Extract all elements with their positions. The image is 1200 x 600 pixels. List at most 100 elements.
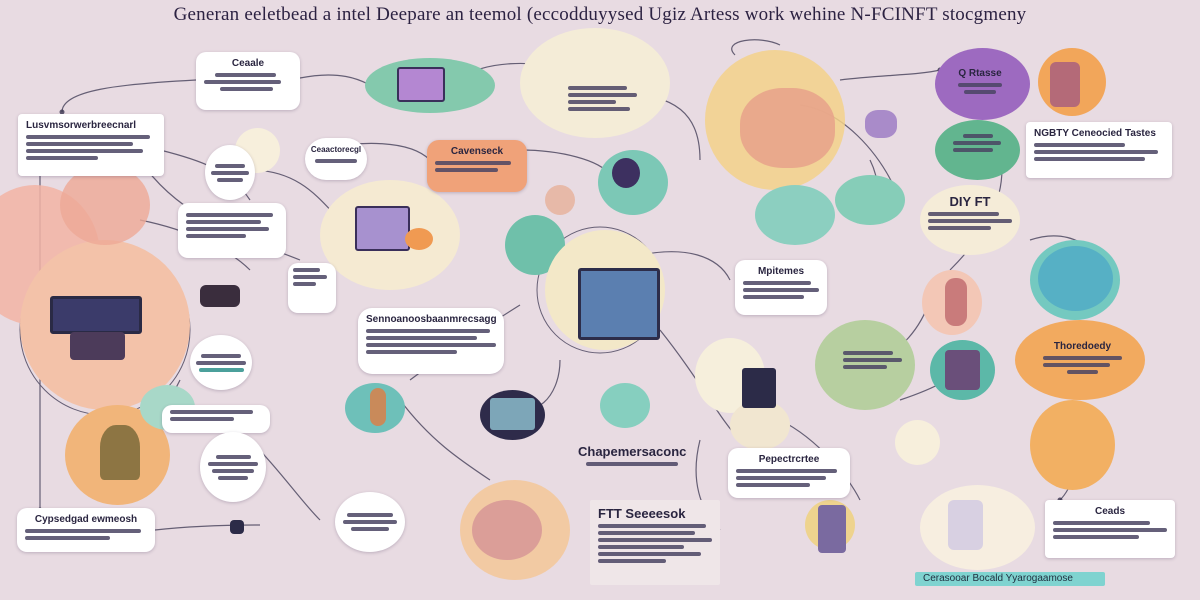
card-text-lines — [343, 513, 397, 531]
card-text-block — [178, 203, 286, 258]
card-heading: Ceaale — [231, 58, 265, 69]
window-illustration — [355, 206, 410, 251]
chair-illustration — [200, 285, 240, 307]
card-ceads: Ceads — [1045, 500, 1175, 558]
circle-node — [190, 335, 252, 390]
connector-line — [839, 69, 941, 81]
card-text-lines — [26, 135, 156, 160]
card-text-lines — [736, 469, 842, 487]
card-text-block — [162, 405, 270, 433]
mint-blob — [835, 175, 905, 225]
card-text-lines — [843, 351, 902, 369]
card-heading: Ceaactorecgl — [310, 145, 362, 154]
card-cypsedgad-ewmeosh: Cypsedgad ewmeosh — [17, 508, 155, 552]
bottle-illustration — [405, 228, 433, 250]
lamp-illustration — [1050, 62, 1080, 107]
circle-node — [200, 432, 266, 502]
card-text-lines — [1053, 521, 1167, 539]
card-cavenseck: Cavenseck — [427, 140, 527, 192]
circle-node — [205, 145, 255, 200]
card-text-lines — [928, 212, 1012, 230]
card-q-rtasse: Q Rtasse — [945, 62, 1015, 104]
card-heading: FTT Seeeesok — [598, 506, 686, 521]
card-heading: Chapemersaconces — [578, 444, 687, 459]
ornament-illustration — [472, 500, 542, 560]
cream-blob — [895, 420, 940, 465]
card-text-lines — [568, 86, 637, 111]
person-illustration — [945, 278, 967, 326]
card-thoredoedy: Thoredoedy — [1035, 335, 1130, 385]
connector-line — [731, 39, 781, 56]
card-pepectrcrtee: Pepectrcrtee — [728, 448, 850, 498]
card-heading: Q Rtasse — [958, 68, 1002, 79]
plant-illustration — [100, 425, 140, 480]
card-chapemersaconces: Chapemersaconces — [570, 438, 695, 474]
bird-illustration — [865, 110, 897, 138]
connector-line — [519, 149, 611, 176]
card-text-lines — [25, 529, 147, 540]
tablet-illustration — [742, 368, 776, 408]
cream-blob — [730, 400, 790, 450]
globe-illustration — [740, 88, 835, 168]
orange-blob — [1015, 320, 1145, 400]
teal-blob — [600, 383, 650, 428]
connector-line — [61, 79, 197, 113]
card-heading: Thoredoedy — [1053, 341, 1112, 352]
tower-illustration — [818, 505, 846, 553]
card-sennoanoosbaanmrecsaggod: Sennoanoosbaanmrecsaggod — [358, 308, 504, 374]
card-text-lines — [310, 159, 362, 163]
card-heading: Pepectrcrtee — [758, 454, 820, 465]
card-text-lines — [1043, 356, 1122, 374]
card-text-block — [945, 128, 1011, 164]
card-ceaale: Ceaale — [196, 52, 300, 110]
card-text-lines — [208, 454, 258, 480]
card-text-lines — [196, 353, 246, 372]
card-text-lines — [204, 73, 292, 91]
coral-blob — [60, 165, 150, 245]
card-lusvmsorwerbreecnarl: Lusvmsorwerbreecnarl — [18, 114, 164, 176]
card-heading: Sennoanoosbaanmrecsaggod — [366, 314, 496, 325]
card-text-lines — [211, 163, 249, 182]
card-text-lines — [953, 83, 1007, 94]
cream-blob — [520, 28, 670, 138]
orange-blob — [1030, 400, 1115, 490]
card-small-screen — [288, 263, 336, 313]
card-heading: NGBTY Ceneocied Tastes — [1034, 128, 1156, 139]
card-ceaactorecgl: Ceaactorecgl — [305, 138, 367, 180]
card-text-lines — [435, 161, 519, 172]
card-ftt-seeeesok: FTT Seeeesok — [590, 500, 720, 585]
card-mpitemes: Mpitemes — [735, 260, 827, 315]
device-icon — [230, 520, 244, 534]
card-heading: Cavenseck — [450, 146, 504, 157]
card-text-lines — [293, 268, 331, 286]
card-heading: Lusvmsorwerbreecnarl — [26, 120, 137, 131]
hand-illustration — [612, 158, 640, 188]
card-ngbty-ceneocied-tastes: NGBTY Ceneocied Tastes — [1026, 122, 1172, 178]
card-text-lines — [953, 134, 1003, 152]
machine-illustration — [945, 350, 980, 390]
connector-line — [154, 524, 261, 531]
connector-dot — [59, 109, 65, 115]
card-text-block — [560, 80, 645, 130]
card-diy-ft: DIY FT — [920, 188, 1020, 243]
bottom-caption-strip: Cerasooar Bocald Yyarogaamose — [915, 572, 1105, 586]
mint-blob — [755, 185, 835, 245]
diagram-title: Generan eeletbead a intel Deepare an tee… — [173, 4, 1027, 25]
card-heading: DIY FT — [949, 194, 991, 209]
device-illustration — [70, 332, 125, 360]
laptop-illustration — [50, 296, 142, 334]
circle-node — [335, 492, 405, 552]
connector-line — [299, 74, 369, 85]
monitor-illustration — [578, 268, 660, 340]
card-text-lines — [186, 213, 278, 238]
connector-line — [399, 399, 491, 481]
card-text-lines — [598, 524, 712, 563]
vase-illustration — [948, 500, 983, 550]
card-heading: Ceads — [1094, 506, 1125, 517]
card-text-lines — [578, 462, 687, 466]
figure-illustration — [370, 388, 386, 426]
screen-illustration — [490, 398, 535, 430]
card-text-lines — [366, 329, 496, 354]
card-heading: Mpitemes — [757, 266, 805, 277]
